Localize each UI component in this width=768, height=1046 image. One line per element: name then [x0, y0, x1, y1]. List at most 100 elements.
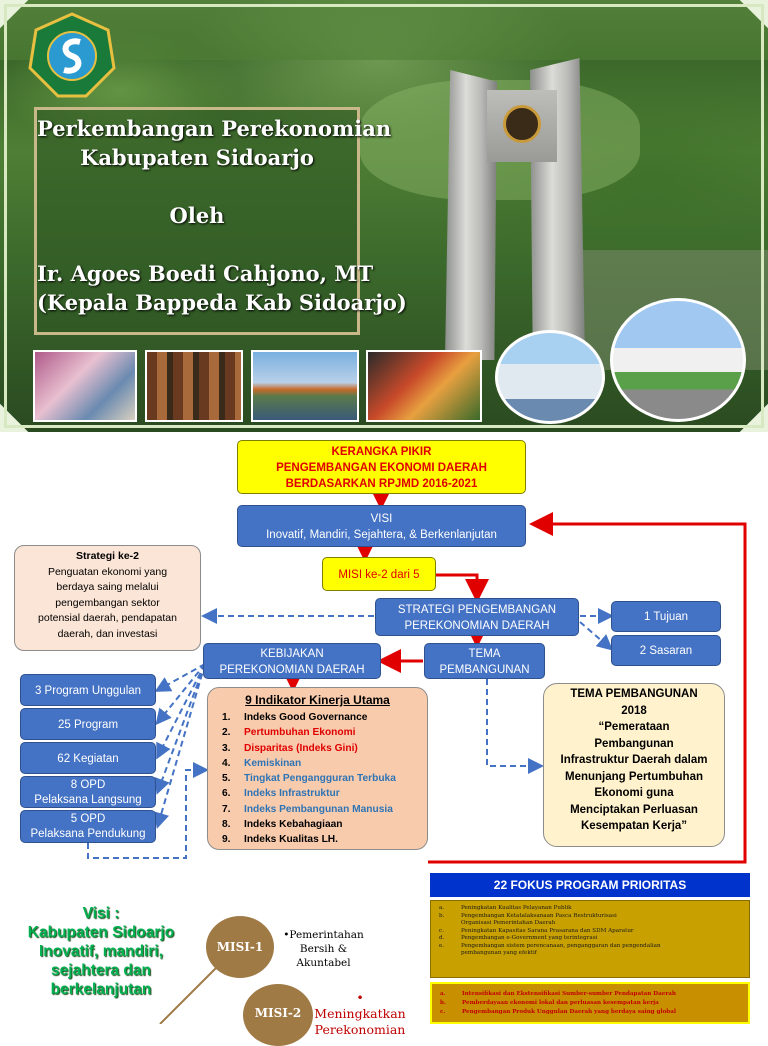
tema-line1: TEMA [468, 648, 501, 660]
visi-statement-line: Inovatif, mandiri, [38, 943, 163, 960]
indikator-item-number: 1. [222, 712, 231, 723]
strategi-ke2-box: Strategi ke-2 Penguatan ekonomi yang ber… [14, 545, 201, 651]
misi1-circle: MISI-1 [206, 916, 274, 978]
header-line3: BERDASARKAN RPJMD 2016-2021 [285, 478, 478, 490]
indikator-item: 1. Indeks Good Governance [222, 710, 427, 725]
cover-oleh: Oleh [169, 203, 225, 228]
misi2-text-line: • Meningkatkan [314, 990, 406, 1021]
visi-line2: Inovatif, Mandiri, Sejahtera, & Berkenla… [266, 529, 497, 541]
misi1-text-line: •Pemerintahan [283, 929, 364, 941]
fokus-program-item: e. Pengembangan sistem perencanaan, penga… [439, 943, 749, 951]
tujuan-box: 1 Tujuan [611, 601, 721, 632]
tema-pembangunan-line: Menciptakan Perluasan [570, 803, 698, 816]
fokus-program-item-text: Intensifikasi dan Ekstensifikasi Sumber-… [462, 991, 676, 997]
cover-title-line1: Perkembangan Perekonomian [37, 116, 392, 141]
fokus-program-item-text: Pengembangan e-Government yang terintegr… [461, 935, 598, 941]
indikator-item-number: 3. [222, 742, 231, 754]
indikator-item-number: 4. [222, 757, 231, 769]
tema-pembangunan-line: Pembangunan [594, 737, 674, 750]
kebijakan-line1: KEBIJAKAN [260, 648, 324, 660]
photo-waterfront [251, 350, 359, 422]
visi-statement: Visi : Kabupaten Sidoarjo Inovatif, mand… [10, 904, 192, 999]
misi-connector-line [159, 963, 221, 1024]
tema-pembangunan-box: TEMA PEMBANGUNAN 2018 “Pemerataan Pemban… [543, 683, 725, 847]
fokus-program-item-letter: a. [439, 905, 445, 911]
indikator-item-text: Indeks Kebahagiaan [244, 819, 343, 831]
fokus-program-item: Organisasi Pemerintahan Daerah [439, 920, 749, 928]
header-line2: PENGEMBANGAN EKONOMI DAERAH [276, 462, 487, 474]
fokus-program-item-letter: b. [439, 912, 445, 919]
indikator-item-text: Disparitas (Indeks Gini) [244, 742, 358, 754]
fokus-program-item-text: Pengembangan sistem perencanaan, pengang… [461, 942, 661, 949]
opd-langsung-line1: 8 OPD [70, 779, 106, 791]
fokus-panel-1: a. Peningkatan Kualitas Pelayanan Publik b… [430, 900, 750, 978]
opd-pendukung-line1: 5 OPD [70, 813, 106, 825]
fokus-program-item-letter: c. [439, 927, 444, 934]
tema-pembangunan-line: Kesempatan Kerja” [580, 820, 688, 832]
fokus-program-item-text: Pengembangan Produk Unggulan Daerah yang… [462, 1009, 676, 1015]
cover-frame [4, 4, 764, 428]
cover-title-line2: Kabupaten Sidoarjo [80, 145, 314, 170]
indikator-item: 3. Disparitas (Indeks Gini) [222, 741, 427, 756]
monument-emblem-icon [503, 105, 541, 143]
visi-statement-line: sejahtera dan [51, 962, 151, 979]
indikator-item: 9.Indeks Kualitas LH. [222, 832, 427, 847]
fokus-program-item: b.Pengembangan Ketatalaksanaan Pasca Res… [439, 913, 749, 921]
fokus-panel-1-list: a. Peningkatan Kualitas Pelayanan Publik b… [439, 905, 749, 958]
tema-pembangunan-year: 2018 [621, 704, 647, 717]
fokus-program-item-text: Pemberdayaan ekonomi lokal dan perluasan… [462, 1000, 659, 1006]
strategi-pengembangan-line2: PEREKONOMIAN DAERAH [404, 620, 550, 632]
tema-pembangunan-line: “Pemerataan [598, 721, 670, 733]
visi-line1: VISI [370, 513, 393, 525]
tema-line2: PEMBANGUNAN [439, 664, 530, 676]
indikator-item-text: Indeks Good Governance [244, 712, 368, 723]
strategi-ke2-line: pengembangan sektor [55, 596, 160, 609]
fokus-program-item-text: Peningkatan Kualitas Pelayanan Publik [461, 905, 572, 911]
fokus-program-item-letter: a. [440, 991, 446, 997]
indikator-item-number: 9. [222, 834, 231, 846]
indikator-title: 9 Indikator Kinerja Utama [245, 693, 390, 707]
opd-pendukung-box: 5 OPD Pelaksana Pendukung [20, 810, 156, 843]
program-box: 25 Program [20, 708, 156, 740]
photo-shoes-shop [145, 350, 243, 422]
cover-title-box: Perkembangan Perekonomian Kabupaten Sido… [34, 107, 407, 335]
visi-statement-line: berkelanjutan [50, 981, 152, 998]
indikator-item-number: 7. [222, 803, 231, 815]
fokus-program-item-letter: c. [440, 1009, 446, 1015]
indikator-item-text: Tingkat Pengangguran Terbuka [244, 773, 396, 785]
misi1-text-line: Akuntabel [296, 957, 351, 969]
kebijakan-line2: PEREKONOMIAN DAERAH [219, 664, 365, 676]
fokus-program-item: a. Intensifikasi dan Ekstensifikasi Sumbe… [440, 990, 748, 999]
misi1-text-line: Bersih & [299, 943, 348, 955]
misi-box: MISI ke-2 dari 5 [322, 557, 436, 591]
strategi-pengembangan-line1: STRATEGI PENGEMBANGAN [397, 604, 557, 616]
header-line1: KERANGKA PIKIR [331, 446, 432, 458]
photo-bags-shop [33, 350, 137, 422]
indikator-item: 7. Indeks Pembangunan Manusia [222, 802, 427, 817]
visi-statement-line: Visi : [82, 905, 120, 922]
tema-pembangunan-line: Ekonomi guna [594, 787, 674, 799]
opd-langsung-box: 8 OPD Pelaksana Langsung [20, 776, 156, 808]
indikator-item: 8.Indeks Kebahagiaan [222, 817, 427, 832]
cover-presenter: Ir. Agoes Boedi Cahjono, MT [37, 261, 374, 286]
diagram-connectors [87, 486, 747, 864]
tema-pembangunan-line: Menunjang Pertumbuhan [565, 770, 703, 783]
indikator-item: 4.Kemiskinan [222, 756, 427, 771]
indikator-box: 9 Indikator Kinerja Utama 1. Indeks Good … [207, 687, 428, 850]
indikator-item-number: 6. [222, 788, 231, 800]
tema-pembangunan-line: Infrastruktur Daerah dalam [560, 754, 708, 766]
visi-statement-line: Kabupaten Sidoarjo [27, 924, 175, 941]
photo-building-1 [495, 330, 605, 424]
indikator-item: 2.Pertumbuhan Ekonomi [222, 725, 427, 740]
sasaran-box: 2 Sasaran [611, 635, 721, 666]
strategi-ke2-line: potensial daerah, pendapatan [38, 612, 177, 624]
photo-building-2 [610, 298, 746, 422]
fokus-program-item-letter: e. [439, 942, 445, 949]
fokus-program-title: 22 FOKUS PROGRAM PRIORITAS [430, 873, 750, 897]
indikator-item-text: Indeks Pembangunan Manusia [244, 803, 393, 815]
misi1-text: •Pemerintahan Bersih & Akuntabel [276, 928, 371, 970]
strategi-ke2-line: daerah, dan investasi [57, 627, 158, 640]
misi2-text-line: Perekonomian [314, 1022, 406, 1037]
fokus-program-item-letter: d. [439, 935, 445, 941]
fokus-program-item-text: Organisasi Pemerintahan Daerah [461, 920, 556, 926]
